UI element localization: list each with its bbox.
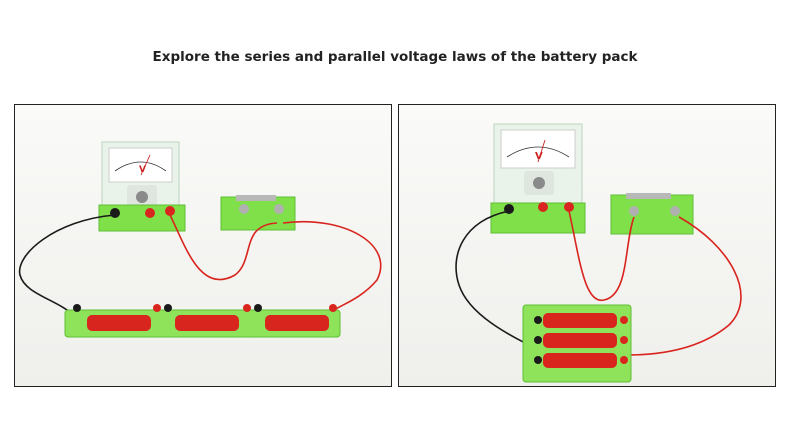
red-wire-meter-switch: [169, 214, 278, 281]
knife-switch: [610, 193, 694, 235]
knife-switch: [220, 195, 296, 231]
page-title: Explore the series and parallel voltage …: [152, 49, 638, 65]
voltmeter: V: [98, 141, 186, 232]
meter-v-label: V: [535, 151, 543, 162]
red-wire-meter-switch: [568, 210, 635, 301]
voltmeter: V: [490, 123, 586, 234]
red-wire-switch-battery: [626, 216, 742, 356]
meter-v-label: V: [139, 165, 146, 175]
series-circuit-photo: V: [14, 104, 392, 387]
battery-pack-series: [64, 304, 341, 338]
red-wire-switch-battery: [282, 221, 382, 313]
black-wire: [18, 214, 116, 318]
battery-pack-parallel: [522, 304, 632, 383]
parallel-circuit-photo: V: [398, 104, 776, 387]
black-wire: [455, 210, 538, 350]
